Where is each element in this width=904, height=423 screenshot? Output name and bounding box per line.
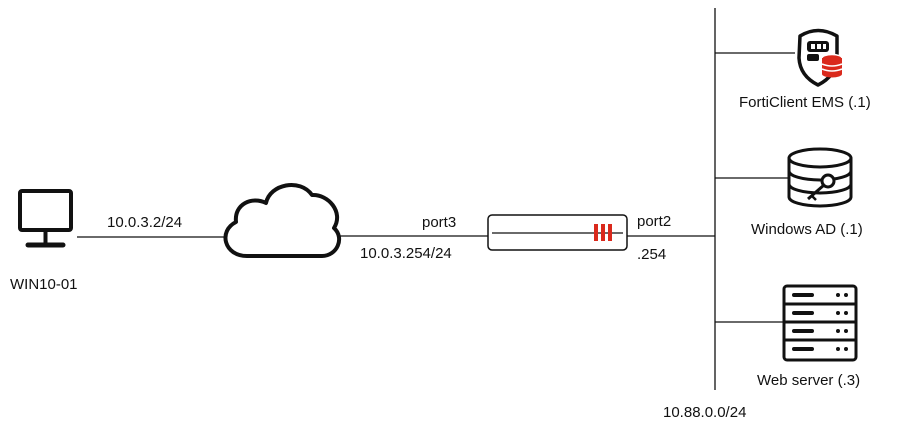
ad-label: Windows AD (.1)	[751, 221, 863, 238]
active-directory-database-key-icon	[787, 147, 853, 208]
connections	[77, 8, 795, 390]
pc-label: WIN10-01	[10, 276, 78, 293]
port3-label: port3	[422, 214, 456, 231]
port2-ip-label: .254	[637, 246, 666, 263]
port3-ip-label: 10.0.3.254/24	[360, 245, 452, 262]
port2-label: port2	[637, 213, 671, 230]
pc-ip-label: 10.0.3.2/24	[107, 214, 182, 231]
server-rack-icon	[782, 284, 858, 362]
web-label: Web server (.3)	[757, 372, 860, 389]
fortigate-firewall-icon	[487, 214, 628, 251]
forticlient-ems-shield-database-icon	[797, 28, 843, 87]
cloud-icon	[223, 183, 341, 258]
desktop-computer-icon	[18, 189, 73, 248]
subnet-label: 10.88.0.0/24	[663, 404, 746, 421]
ems-label: FortiClient EMS (.1)	[739, 94, 871, 111]
